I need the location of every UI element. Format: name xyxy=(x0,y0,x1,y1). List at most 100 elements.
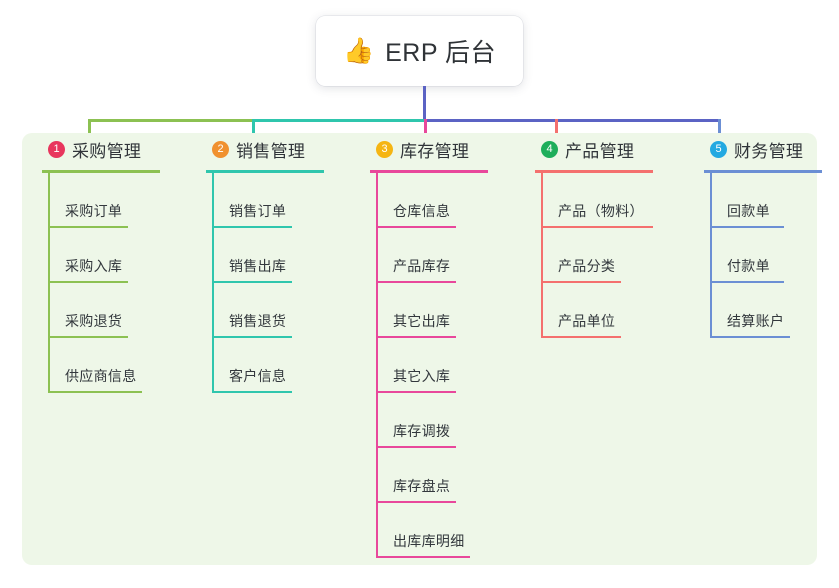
module-item[interactable]: 采购退货 xyxy=(32,283,160,338)
column-items: 仓库信息产品库存其它出库其它入库库存调拨库存盘点出库库明细 xyxy=(360,173,488,558)
module-item[interactable]: 销售出库 xyxy=(196,228,324,283)
module-item[interactable]: 采购订单 xyxy=(32,173,160,228)
column-title: 销售管理 xyxy=(236,141,306,161)
column-title: 采购管理 xyxy=(72,141,142,161)
column-header-3[interactable]: 3 库存管理 xyxy=(360,133,488,165)
page-title: ERP 后台 xyxy=(385,39,497,67)
module-item-label: 产品（物料） xyxy=(558,203,644,219)
column-underline xyxy=(370,170,488,173)
module-item-underline xyxy=(376,391,456,393)
module-item-underline xyxy=(541,281,621,283)
column-badge-1: 1 xyxy=(48,140,65,158)
column-title: 财务管理 xyxy=(734,141,804,161)
module-item[interactable]: 产品库存 xyxy=(360,228,488,283)
module-item-label: 采购退货 xyxy=(65,313,123,329)
column-items: 回款单付款单结算账户 xyxy=(694,173,822,338)
module-item-underline xyxy=(376,446,456,448)
module-item-label: 采购订单 xyxy=(65,203,123,219)
column-header-5[interactable]: 5 财务管理 xyxy=(694,133,822,165)
column-items: 产品（物料） 产品分类产品单位 xyxy=(525,173,653,338)
module-item-underline xyxy=(376,336,456,338)
column-title: 库存管理 xyxy=(400,141,470,161)
drop-col-5 xyxy=(718,119,721,145)
module-item[interactable]: 出库库明细 xyxy=(360,503,488,558)
module-item-label: 库存调拨 xyxy=(393,423,451,439)
module-item[interactable]: 采购入库 xyxy=(32,228,160,283)
module-item-label: 库存盘点 xyxy=(393,478,451,494)
module-item-label: 产品分类 xyxy=(558,258,616,274)
module-item-label: 销售订单 xyxy=(229,203,287,219)
drop-col-4 xyxy=(555,119,558,145)
column-items: 销售订单销售出库销售退货客户信息 xyxy=(196,173,324,393)
module-item[interactable]: 回款单 xyxy=(694,173,822,228)
module-column-1: 1 采购管理采购订单采购入库采购退货供应商信息 xyxy=(32,133,160,393)
drop-col-3 xyxy=(424,119,427,145)
module-item-underline xyxy=(376,501,456,503)
module-item[interactable]: 库存调拨 xyxy=(360,393,488,448)
module-item[interactable]: 产品分类 xyxy=(525,228,653,283)
module-item-underline xyxy=(48,391,142,393)
module-item[interactable]: 付款单 xyxy=(694,228,822,283)
module-item-underline xyxy=(710,226,784,228)
column-header-4[interactable]: 4 产品管理 xyxy=(525,133,653,165)
module-column-5: 5 财务管理回款单付款单结算账户 xyxy=(694,133,822,338)
segment-teal xyxy=(252,119,424,122)
column-badge-3: 3 xyxy=(376,140,393,158)
module-item-label: 产品库存 xyxy=(393,258,451,274)
module-item-label: 其它出库 xyxy=(393,313,451,329)
module-item-underline xyxy=(710,336,790,338)
column-header-1[interactable]: 1 采购管理 xyxy=(32,133,160,165)
module-column-4: 4 产品管理产品（物料） 产品分类产品单位 xyxy=(525,133,653,338)
module-item[interactable]: 产品单位 xyxy=(525,283,653,338)
module-item-label: 产品单位 xyxy=(558,313,616,329)
diagram-title-card[interactable]: 👍 ERP 后台 xyxy=(316,16,523,86)
module-item[interactable]: 产品（物料） xyxy=(525,173,653,228)
column-underline xyxy=(42,170,160,173)
module-item-label: 销售出库 xyxy=(229,258,287,274)
column-spine xyxy=(710,173,712,338)
module-item-underline xyxy=(212,226,292,228)
module-item[interactable]: 其它出库 xyxy=(360,283,488,338)
module-item[interactable]: 销售订单 xyxy=(196,173,324,228)
module-item[interactable]: 库存盘点 xyxy=(360,448,488,503)
column-items: 采购订单采购入库采购退货供应商信息 xyxy=(32,173,160,393)
module-item-label: 供应商信息 xyxy=(65,368,137,384)
column-underline xyxy=(535,170,653,173)
column-spine xyxy=(376,173,378,558)
column-badge-4: 4 xyxy=(541,140,558,158)
module-item-label: 付款单 xyxy=(727,258,770,274)
module-item-underline xyxy=(376,556,470,558)
module-item-label: 仓库信息 xyxy=(393,203,451,219)
module-item[interactable]: 销售退货 xyxy=(196,283,324,338)
segment-green xyxy=(88,119,252,122)
module-item[interactable]: 结算账户 xyxy=(694,283,822,338)
module-item-underline xyxy=(541,336,621,338)
module-item-label: 结算账户 xyxy=(727,313,785,329)
drop-col-1 xyxy=(88,119,91,145)
module-item[interactable]: 其它入库 xyxy=(360,338,488,393)
module-item[interactable]: 客户信息 xyxy=(196,338,324,393)
module-item-underline xyxy=(48,336,128,338)
module-item-label: 回款单 xyxy=(727,203,770,219)
module-item-underline xyxy=(376,281,456,283)
module-item-label: 销售退货 xyxy=(229,313,287,329)
title-card-content: 👍 ERP 后台 xyxy=(343,33,496,69)
module-item-underline xyxy=(212,391,292,393)
module-item-label: 出库库明细 xyxy=(393,533,465,549)
module-item-underline xyxy=(212,281,292,283)
trunk-vertical-line xyxy=(423,86,426,122)
module-item[interactable]: 供应商信息 xyxy=(32,338,160,393)
column-badge-5: 5 xyxy=(710,140,727,158)
module-column-3: 3 库存管理仓库信息产品库存其它出库其它入库库存调拨库存盘点出库库明细 xyxy=(360,133,488,558)
module-item-underline xyxy=(376,226,456,228)
module-item-underline xyxy=(541,226,653,228)
column-title: 产品管理 xyxy=(565,141,635,161)
thumbs-up-icon: 👍 xyxy=(342,36,375,65)
module-item-label: 其它入库 xyxy=(393,368,451,384)
column-spine xyxy=(212,173,214,393)
drop-col-2 xyxy=(252,119,255,145)
module-item[interactable]: 仓库信息 xyxy=(360,173,488,228)
